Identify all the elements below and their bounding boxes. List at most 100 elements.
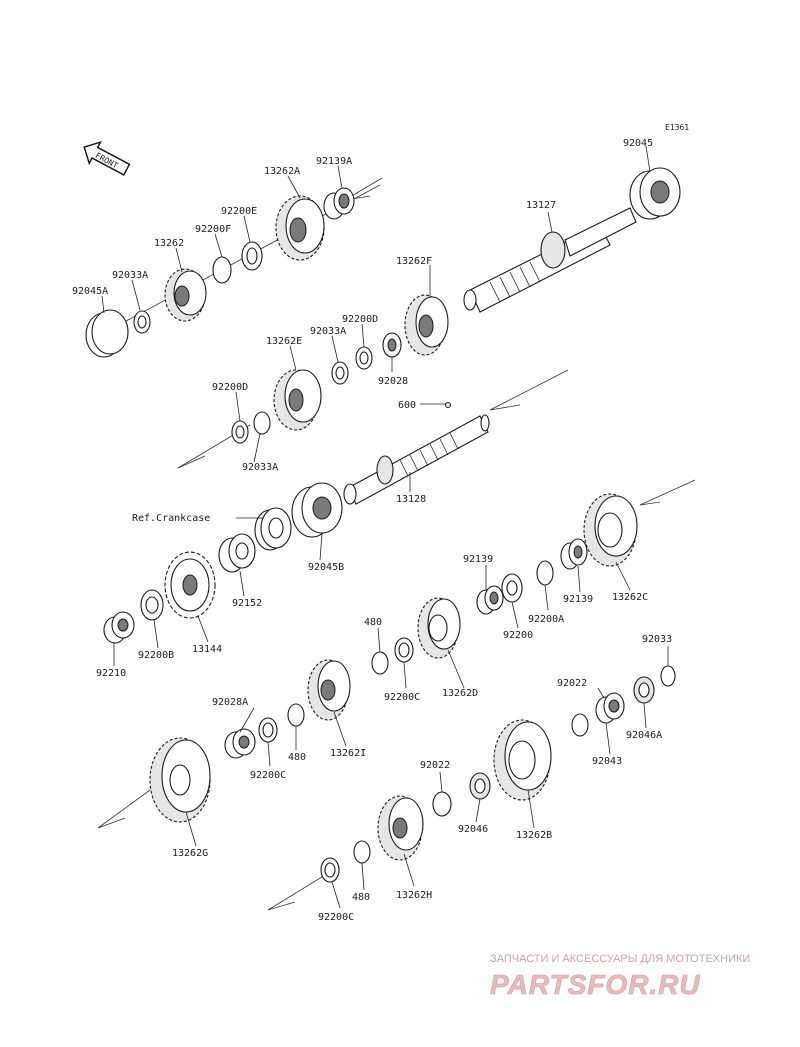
gear-13262f[interactable] <box>404 294 449 356</box>
gear-13262c[interactable] <box>583 493 638 567</box>
part-labels: 92045 13127 13262A 92139A 92200E 92200F … <box>72 138 672 923</box>
label-13262[interactable]: 13262 <box>154 238 184 249</box>
circlip-480-a[interactable] <box>371 651 389 675</box>
sprocket-13144[interactable] <box>164 551 216 619</box>
watermark: ЗАПЧАСТИ И АКСЕССУАРЫ ДЛЯ МОТОТЕХНИКИ PA… <box>490 953 751 1000</box>
label-92152[interactable]: 92152 <box>232 598 262 609</box>
label-92046a[interactable]: 92046A <box>626 730 662 741</box>
washer-92200c-b[interactable] <box>258 717 278 743</box>
shaft-13128[interactable] <box>343 414 490 505</box>
washer-92033[interactable] <box>660 665 676 687</box>
label-92210[interactable]: 92210 <box>96 668 126 679</box>
label-92200d-b[interactable]: 92200D <box>212 382 248 393</box>
label-13262c[interactable]: 13262C <box>612 592 648 603</box>
pin-600[interactable] <box>444 401 452 409</box>
washer-92033a-low[interactable] <box>253 411 271 435</box>
label-92033a-top[interactable]: 92033A <box>112 270 148 281</box>
washer-92022-a[interactable] <box>571 713 589 737</box>
oil-seal[interactable] <box>254 507 292 551</box>
label-92046[interactable]: 92046 <box>458 824 488 835</box>
diagram-code: E1361 <box>665 123 689 132</box>
label-92139-a[interactable]: 92139 <box>463 554 493 565</box>
bushing-92139a[interactable] <box>323 187 355 220</box>
label-92022-a[interactable]: 92022 <box>557 678 587 689</box>
gear-13262g[interactable] <box>149 737 211 823</box>
washer-92200[interactable] <box>501 573 523 603</box>
label-13262f[interactable]: 13262F <box>396 256 432 267</box>
label-13128[interactable]: 13128 <box>396 494 426 505</box>
label-92200[interactable]: 92200 <box>503 630 533 641</box>
shaft-13127[interactable] <box>463 207 637 313</box>
label-92045a[interactable]: 92045A <box>72 286 108 297</box>
bearing-92046a[interactable] <box>633 676 655 704</box>
gear-13262e[interactable] <box>273 369 322 431</box>
label-92200d-a[interactable]: 92200D <box>342 314 378 325</box>
label-ref-crankcase[interactable]: Ref.Crankcase <box>132 513 210 524</box>
label-92033[interactable]: 92033 <box>642 634 672 645</box>
gear-13262i[interactable] <box>307 659 351 721</box>
washer-92200d-a[interactable] <box>355 346 373 370</box>
label-92028a[interactable]: 92028A <box>212 697 248 708</box>
label-13262h[interactable]: 13262H <box>396 890 432 901</box>
label-92022-b[interactable]: 92022 <box>420 760 450 771</box>
washer-92200a[interactable] <box>536 560 554 586</box>
label-13262g[interactable]: 13262G <box>172 848 208 859</box>
label-92028[interactable]: 92028 <box>378 376 408 387</box>
label-13262d[interactable]: 13262D <box>442 688 478 699</box>
label-92200a[interactable]: 92200A <box>528 614 564 625</box>
watermark-logo: PARTSFOR.RU <box>490 969 701 1000</box>
washer-92200b[interactable] <box>140 589 164 621</box>
label-92200c-a[interactable]: 92200C <box>384 692 420 703</box>
label-13262a[interactable]: 13262A <box>264 166 300 177</box>
washer-92033a-top[interactable] <box>133 310 151 334</box>
label-92200b[interactable]: 92200B <box>138 650 174 661</box>
label-92045[interactable]: 92045 <box>623 138 653 149</box>
washer-92200c-c[interactable] <box>320 857 340 883</box>
circlip-480-c[interactable] <box>353 840 371 864</box>
label-13127[interactable]: 13127 <box>526 200 556 211</box>
gear-13262a[interactable] <box>275 195 325 261</box>
label-92200c-c[interactable]: 92200C <box>318 912 354 923</box>
bushing-92043[interactable] <box>595 692 625 724</box>
circlip-480-b[interactable] <box>287 703 305 727</box>
label-480-b[interactable]: 480 <box>288 752 306 763</box>
washer-92200d-b[interactable] <box>231 420 249 444</box>
circlip-92200f[interactable] <box>212 256 232 284</box>
bushing-92139-a[interactable] <box>476 585 504 615</box>
washer-92200e[interactable] <box>241 241 263 271</box>
bushing-92139-b[interactable] <box>560 538 588 570</box>
washer-92022-b[interactable] <box>432 791 452 817</box>
bushing-92028a[interactable] <box>224 728 256 759</box>
gear-13262b[interactable] <box>493 719 552 801</box>
label-92200c-b[interactable]: 92200C <box>250 770 286 781</box>
label-92045b[interactable]: 92045B <box>308 562 344 573</box>
bearing-92045a[interactable] <box>85 309 129 358</box>
collar-92152[interactable] <box>218 533 256 573</box>
label-92033a-mid[interactable]: 92033A <box>310 326 346 337</box>
label-480-a[interactable]: 480 <box>364 617 382 628</box>
label-13144[interactable]: 13144 <box>192 644 222 655</box>
washer-92033a-mid[interactable] <box>331 361 349 385</box>
gear-13262d[interactable] <box>417 597 461 659</box>
label-92200f[interactable]: 92200F <box>195 224 231 235</box>
bushing-92028[interactable] <box>382 332 402 358</box>
label-92139-b[interactable]: 92139 <box>563 594 593 605</box>
label-92200e[interactable]: 92200E <box>221 206 257 217</box>
label-480-c[interactable]: 480 <box>352 892 370 903</box>
nut-92210[interactable] <box>103 611 135 644</box>
label-13262b[interactable]: 13262B <box>516 830 552 841</box>
label-600[interactable]: 600 <box>398 400 416 411</box>
label-92043[interactable]: 92043 <box>592 756 622 767</box>
gear-13262[interactable] <box>164 268 207 322</box>
bearing-92045[interactable] <box>629 167 681 220</box>
label-92139a[interactable]: 92139A <box>316 156 352 167</box>
gear-13262h[interactable] <box>377 795 424 861</box>
bearing-92046[interactable] <box>469 772 491 800</box>
label-92033a-low[interactable]: 92033A <box>242 462 278 473</box>
washer-92200c-a[interactable] <box>394 637 414 663</box>
label-13262i[interactable]: 13262I <box>330 748 366 759</box>
label-13262e[interactable]: 13262E <box>266 336 302 347</box>
bearing-92045b[interactable] <box>291 482 343 538</box>
